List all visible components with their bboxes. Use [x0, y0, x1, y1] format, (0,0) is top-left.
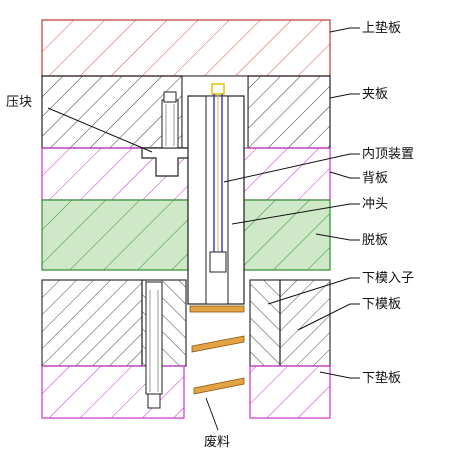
- label-lower-die-plate: 下模板: [362, 297, 401, 312]
- top-pad-plate: [41, 19, 331, 77]
- label-press-block: 压块: [6, 95, 32, 110]
- lower-pad-plate: [41, 365, 331, 419]
- label-clamp-plate: 夹板: [362, 87, 388, 102]
- stripper-plate: [41, 199, 331, 271]
- upper-bolt: [161, 91, 179, 149]
- label-stripper-plate: 脱板: [362, 233, 388, 248]
- label-lower-die-insert: 下模入子: [362, 271, 414, 286]
- label-top-pad-plate: 上垫板: [362, 20, 401, 36]
- lower-bolt: [145, 281, 163, 409]
- leader-lines: [47, 27, 360, 431]
- lower-die-plate: [41, 279, 331, 367]
- punch: [187, 95, 245, 305]
- label-inner-ejector: 内顶装置: [362, 146, 414, 162]
- label-scrap: 废料: [204, 434, 230, 450]
- label-punch: 冲头: [362, 197, 388, 212]
- clamp-plate: [41, 75, 331, 149]
- label-lower-pad-plate: 下垫板: [362, 370, 401, 386]
- scrap-pieces: [189, 305, 245, 395]
- inner-ejector: [209, 83, 227, 273]
- label-backing-plate: 背板: [362, 171, 388, 186]
